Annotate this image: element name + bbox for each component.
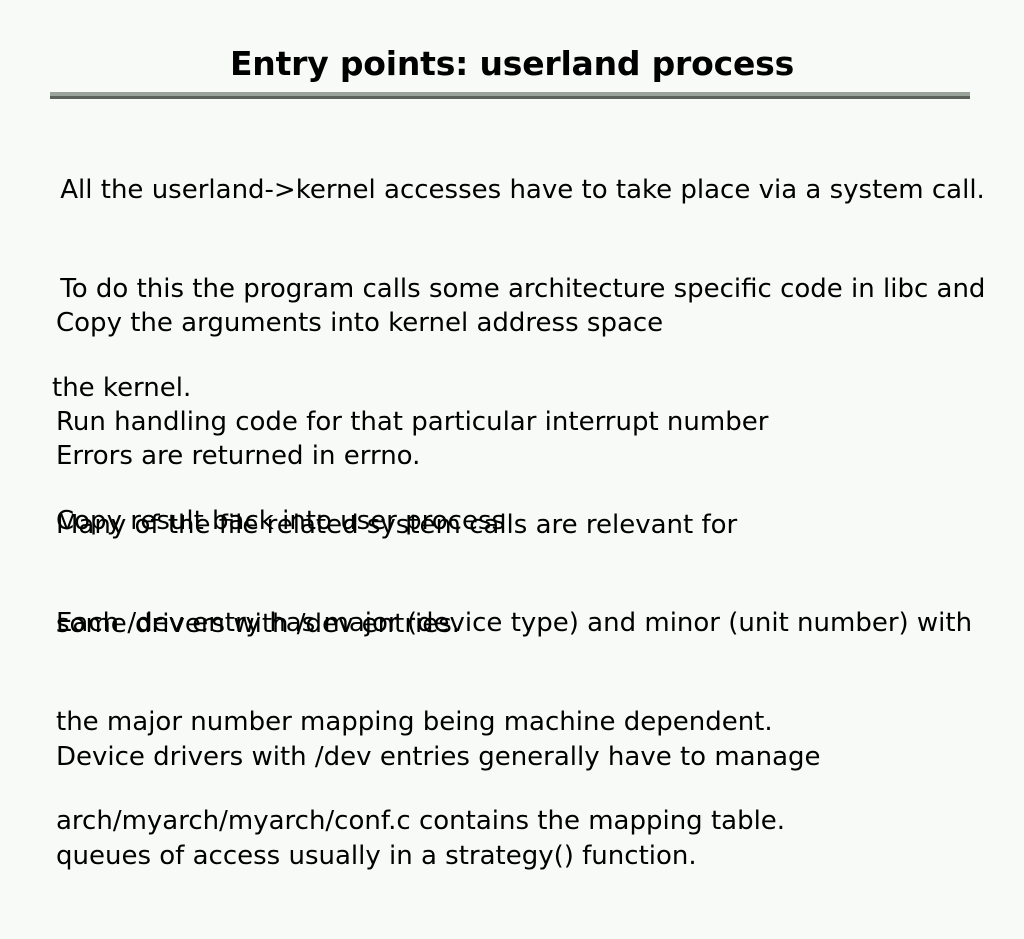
drivers-line-1: Device drivers with /dev entries general… — [56, 742, 821, 772]
paragraph-steps: Copy the arguments into kernel address s… — [56, 241, 768, 604]
step-line-1: Copy the arguments into kernel address s… — [56, 308, 664, 338]
files-line-1: Many of the file related system calls ar… — [56, 510, 738, 540]
paragraph-device-drivers: Device drivers with /dev entries general… — [56, 675, 821, 939]
step-line-3: Copy result back into user process — [56, 506, 506, 536]
files-line-2: some drivers with /dev entries. — [56, 609, 461, 639]
rule-highlight — [50, 92, 970, 96]
title-divider-rule — [50, 92, 970, 99]
intro-line-3: the kernel. — [52, 373, 192, 403]
step-line-2: Run handling code for that particular in… — [56, 407, 769, 437]
slide: Entry points: userland process All the u… — [50, 44, 985, 871]
dev-line-2: the major number mapping being machine d… — [56, 707, 773, 737]
intro-line-2: To do this the program calls some archit… — [52, 274, 986, 304]
errno-line-1: Errors are returned in errno. — [56, 441, 421, 471]
rule-shadow — [50, 96, 970, 99]
drivers-line-2: queues of access usually in a strategy()… — [56, 841, 697, 871]
intro-line-1: All the userland->kernel accesses have t… — [52, 175, 985, 205]
dev-line-1: Each /dev entry has major (device type) … — [56, 608, 973, 638]
paragraph-file-syscalls: Many of the file related system calls ar… — [56, 443, 737, 707]
paragraph-intro: All the userland->kernel accesses have t… — [52, 108, 985, 471]
paragraph-errno: Errors are returned in errno. — [56, 374, 420, 539]
page-title: Entry points: userland process — [229, 44, 795, 83]
